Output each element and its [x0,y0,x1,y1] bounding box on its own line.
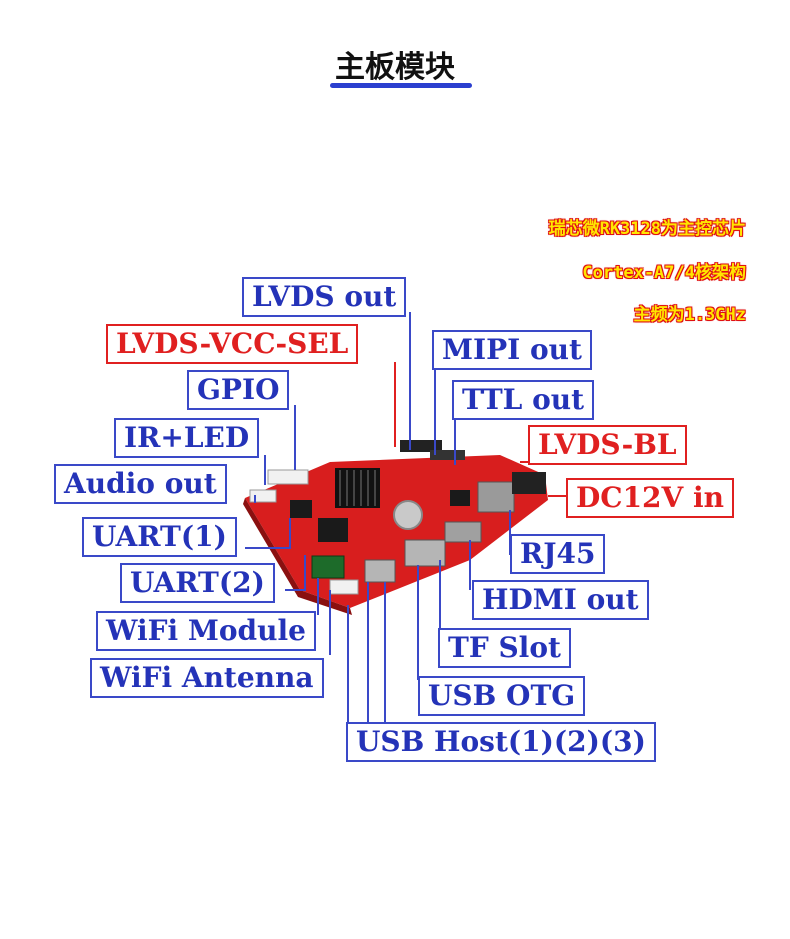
usb-otg-port [404,539,446,567]
audio-header [249,489,277,503]
page-title: 主板模块 [335,50,455,85]
hdmi-port [444,521,482,543]
label-rj45: RJ45 [510,534,606,574]
board-edge [243,498,352,615]
mipi-connector [430,450,465,460]
label-lvds-vcc-sel: LVDS-VCC-SEL [106,324,359,364]
uart-header [329,579,359,595]
label-wifi-antenna: WiFi Antenna [90,658,324,698]
title-underline [330,83,472,88]
label-audio-out: Audio out [54,464,227,504]
label-wifi-module: WiFi Module [96,611,316,651]
label-gpio: GPIO [187,370,290,410]
label-uart1: UART(1) [82,517,237,557]
heatsink [335,468,380,508]
label-ir-led: IR+LED [114,418,260,458]
spec-chip: 瑞芯微RK3128为主控芯片 [548,219,746,239]
label-ttl-out: TTL out [452,380,595,420]
label-uart2: UART(2) [120,563,275,603]
usb-host-port [364,559,396,583]
spec-frequency: 主频为1.3GHz [633,305,746,325]
label-mipi-out: MIPI out [432,330,592,370]
gpio-header [267,469,309,485]
label-usb-otg: USB OTG [418,676,586,716]
pmic-chip [450,490,470,506]
label-lvds-out: LVDS out [242,277,407,317]
label-hdmi-out: HDMI out [472,580,649,620]
wifi-module [311,555,345,579]
spec-architecture: Cortex-A7/4核架构 [582,263,746,283]
rj45-port [477,481,515,513]
coin-battery [393,500,423,530]
label-dc12v-in: DC12V in [566,478,734,518]
dc-jack [512,472,546,494]
flash-chip [290,500,312,518]
label-lvds-bl: LVDS-BL [528,425,687,465]
ram-chip [318,518,348,542]
label-usb-host: USB Host(1)(2)(3) [346,722,656,762]
label-tf-slot: TF Slot [438,628,571,668]
